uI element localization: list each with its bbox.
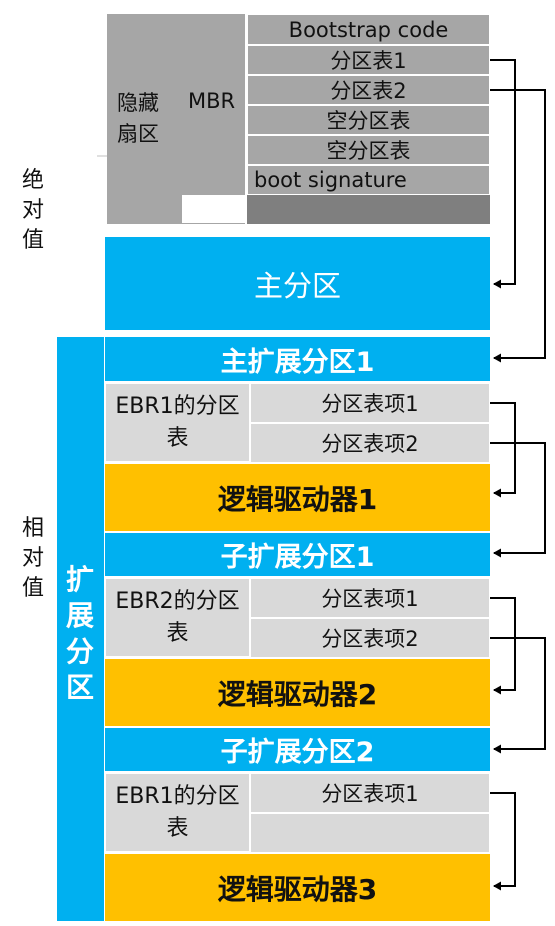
ebr2-entry-1: 分区表项1 (250, 578, 490, 618)
ebr1-entry-2: 分区表项2 (250, 423, 490, 463)
sub-extended-partition-2: 子扩展分区2 (105, 728, 490, 771)
arrow-ptable1-to-primary (490, 59, 516, 289)
arrow-ebr2-entry1-to-drive2 (490, 597, 516, 695)
primary-partition: 主分区 (105, 237, 490, 330)
ebr2-table: EBR2的分区表 (105, 578, 250, 657)
hidden-sector-notch (182, 195, 246, 223)
hidden-sector-label: 隐藏扇区 (117, 91, 159, 146)
faint-divider (97, 155, 107, 157)
absolute-value-label: 绝对值 (21, 168, 44, 253)
mbr-boot-signature: boot signature (247, 165, 490, 195)
relative-value-label: 相对值 (21, 516, 44, 601)
arrow-ebr1-entry1-to-drive1 (490, 402, 516, 498)
mbr-trailing-cell (247, 195, 490, 224)
ebr1-table: EBR1的分区表 (105, 383, 250, 462)
extended-partition-label: 扩展分区 (65, 563, 94, 704)
extended-partition-bar (57, 337, 104, 921)
arrow-ebr3-entry1-to-drive3 (490, 792, 516, 891)
hidden-sector-block (107, 14, 245, 224)
ebr3-entry-1: 分区表项1 (250, 773, 490, 813)
ebr2-entry-2: 分区表项2 (250, 618, 490, 658)
mbr-empty-table-2: 空分区表 (247, 135, 490, 165)
arrow-ptable2-to-extended (490, 89, 546, 363)
main-extended-partition: 主扩展分区1 (105, 337, 490, 381)
mbr-partition-table-2: 分区表2 (247, 75, 490, 105)
logical-drive-3: 逻辑驱动器3 (105, 854, 490, 921)
ebr3-table: EBR1的分区表 (105, 773, 250, 852)
logical-drive-1: 逻辑驱动器1 (105, 464, 490, 531)
sub-extended-partition-1: 子扩展分区1 (105, 533, 490, 576)
arrow-ebr1-entry2-to-sub1 (490, 442, 546, 558)
ebr1-entry-1: 分区表项1 (250, 383, 490, 423)
logical-drive-2: 逻辑驱动器2 (105, 659, 490, 726)
mbr-empty-table-1: 空分区表 (247, 105, 490, 135)
mbr-bootstrap-code: Bootstrap code (247, 14, 490, 45)
ebr3-entry-2 (250, 813, 490, 853)
arrow-ebr2-entry2-to-sub2 (490, 637, 546, 754)
mbr-label: MBR (188, 89, 236, 113)
mbr-partition-table-1: 分区表1 (247, 45, 490, 75)
